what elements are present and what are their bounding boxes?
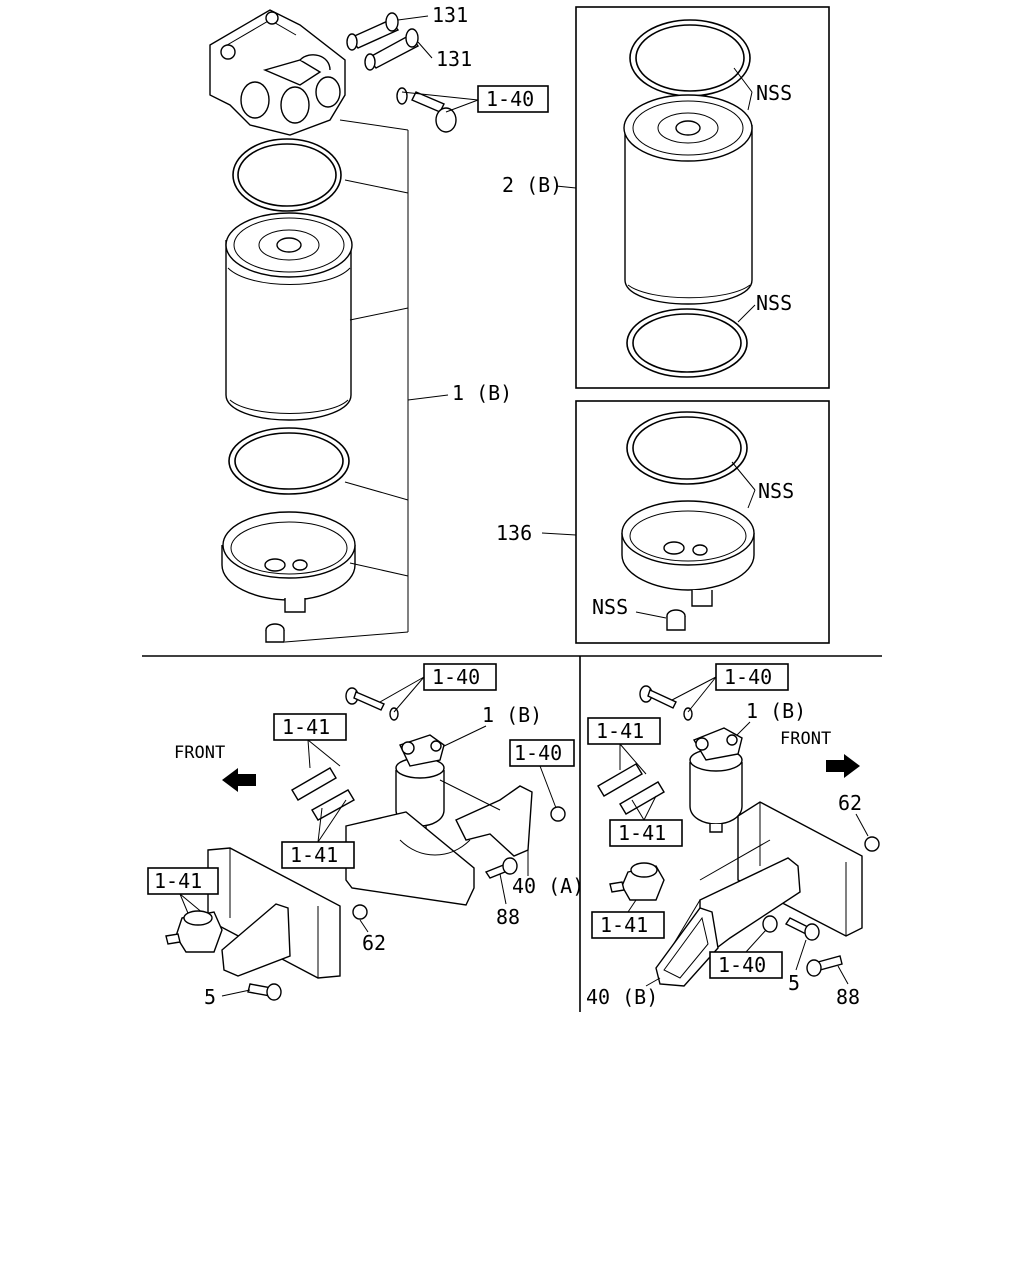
frame-rail-right: [737, 801, 863, 937]
front-label-left: FRONT: [174, 743, 225, 763]
bracket-plate-left: [221, 903, 291, 977]
connector-131-upper: [346, 12, 400, 51]
callout-5-left: 5: [204, 985, 216, 1009]
callout-62-right: 62: [838, 791, 862, 815]
ref-box-1-41-right-a: [587, 717, 661, 745]
front-arrow-icon: [222, 768, 256, 792]
bolt-5-right: [784, 917, 820, 941]
hose-left: [291, 767, 355, 821]
priming-pump-right: [609, 862, 665, 901]
o-ring-lower: [228, 427, 350, 495]
ref-1-41-right-a: 1-41: [596, 719, 644, 743]
callout-40a: 40 (A): [512, 874, 584, 898]
ref-1-40-right-b: 1-40: [718, 953, 766, 977]
nut-left: [550, 806, 566, 822]
bowl-136-oring: [626, 411, 748, 485]
washer-5-right: [762, 915, 778, 933]
callout-136: 136: [496, 521, 532, 545]
ref-1-40-left-a: 1-40: [432, 665, 480, 689]
ref-1-41-left-c: 1-41: [154, 869, 202, 893]
bracket-40a: [345, 785, 533, 906]
callout-131-upper: 131: [432, 3, 468, 27]
ref-1-40-right-a: 1-40: [724, 665, 772, 689]
nss-label-a: NSS: [756, 81, 792, 105]
bolt-right-top: [639, 685, 693, 721]
element-2b-filter: [623, 94, 753, 305]
ref-1-41-left-a: 1-41: [282, 715, 330, 739]
assembly-bracket-lines: [284, 119, 449, 643]
ref-box-1-41-right-b: [609, 819, 683, 847]
filter-assembly-right: [689, 727, 743, 833]
nut-62-left: [352, 904, 368, 920]
ref-1-41-right-c: 1-41: [600, 913, 648, 937]
front-label-right: FRONT: [780, 729, 831, 749]
element-2b-oring-top: [629, 19, 751, 97]
callout-1b-left: 1 (B): [482, 703, 542, 727]
box-element-2b: [575, 6, 830, 389]
ref-box-1-40-top: [477, 85, 549, 113]
hose-right: [597, 763, 665, 815]
ref-1-40-top: 1-40: [486, 87, 534, 111]
connector-131-lower: [364, 28, 420, 71]
filter-element: [225, 212, 353, 421]
nss-label-d: NSS: [592, 595, 628, 619]
callout-62-left: 62: [362, 931, 386, 955]
callout-131-lower: 131: [436, 47, 472, 71]
bolt-washer-top: [396, 87, 457, 133]
callout-88-right: 88: [836, 985, 860, 1009]
priming-pump-left: [165, 910, 223, 953]
drain-plug: [265, 623, 285, 643]
ref-box-1-40-left-b: [509, 739, 575, 767]
nut-62-right: [864, 836, 880, 852]
bolt-5-left: [247, 983, 282, 1001]
nss-label-b: NSS: [756, 291, 792, 315]
ref-1-40-left-b: 1-40: [514, 741, 562, 765]
ref-box-1-41-left-a: [273, 713, 347, 741]
box-bowl-136: [575, 400, 830, 644]
callout-40b: 40 (B): [586, 985, 658, 1009]
filter-head-assembly: [209, 9, 346, 136]
ref-box-1-41-left-c: [147, 867, 219, 895]
bracket-40b: [655, 857, 801, 987]
o-ring-upper: [232, 138, 342, 212]
callout-1b-right: 1 (B): [746, 699, 806, 723]
ref-box-1-40-right-a: [715, 663, 789, 691]
callout-1b-main: 1 (B): [452, 381, 512, 405]
nss-label-c: NSS: [758, 479, 794, 503]
callout-5-right: 5: [788, 971, 800, 995]
element-2b-oring-bottom: [626, 308, 748, 378]
callout-88-left: 88: [496, 905, 520, 929]
ref-box-1-41-right-c: [591, 911, 665, 939]
bolt-88-right: [806, 955, 843, 977]
ref-1-41-right-b: 1-41: [618, 821, 666, 845]
bowl-136-drain: [666, 609, 686, 631]
bowl-136: [621, 500, 755, 607]
filter-bowl: [221, 511, 356, 613]
callout-2b: 2 (B): [502, 173, 562, 197]
bolt-88-left: [484, 857, 518, 879]
bolt-left-top: [345, 687, 399, 721]
ref-1-41-left-b: 1-41: [290, 843, 338, 867]
front-arrow-icon-right: [826, 754, 860, 778]
